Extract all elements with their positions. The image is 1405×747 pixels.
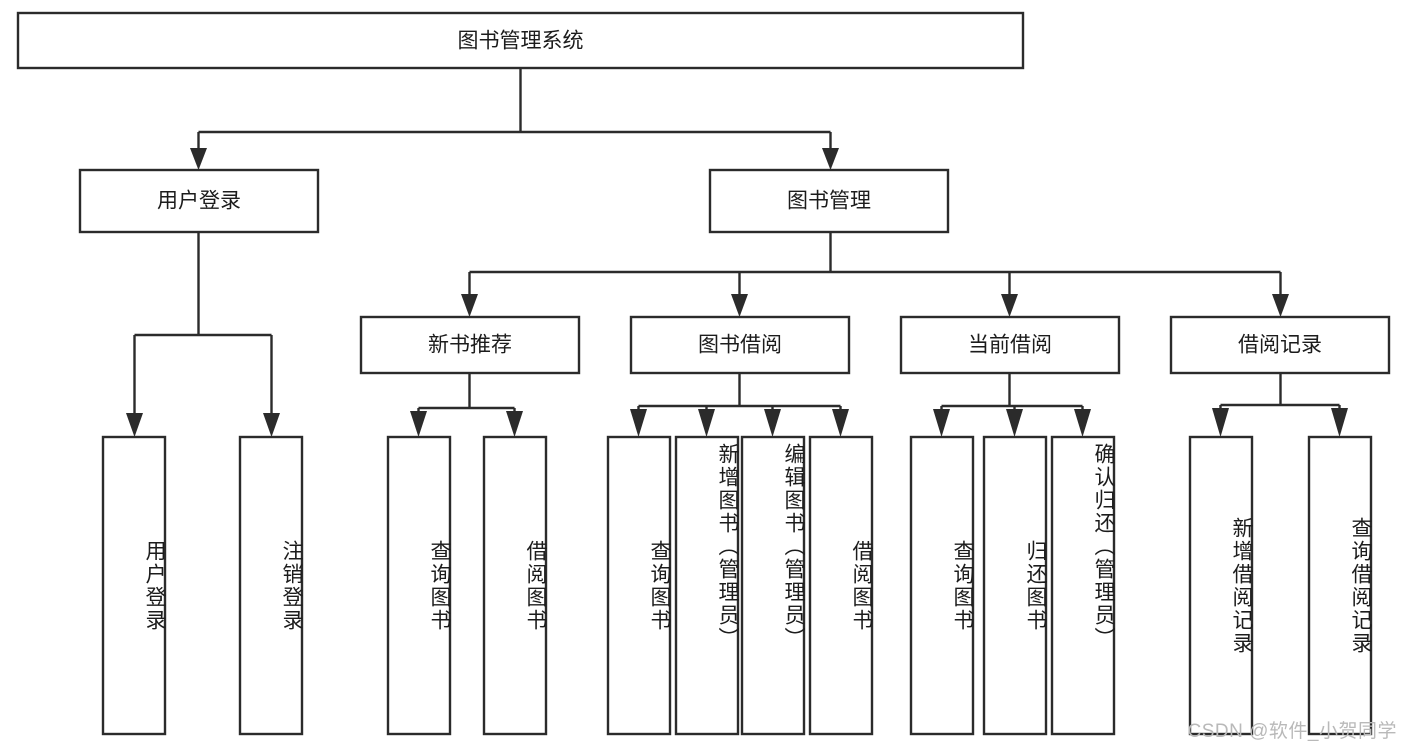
- node-label-borrow-record: 借阅记录: [1238, 334, 1322, 357]
- arrow-head-leaf-query-book-recommend: [410, 411, 427, 437]
- node-box-root[interactable]: [16, 11, 1025, 70]
- node-box-leaf-confirm-return[interactable]: [1050, 435, 1116, 736]
- arrow-head-leaf-confirm-return: [1074, 409, 1091, 437]
- connector-group-book-borrow-children: [630, 373, 849, 437]
- arrow-head-leaf-add-borrow-record: [1212, 408, 1229, 437]
- node-box-leaf-add-borrow-record[interactable]: [1188, 435, 1254, 736]
- arrow-head-current-borrow: [1001, 294, 1018, 317]
- arrow-head-book-borrow: [731, 294, 748, 317]
- connector-group-user-login-children: [126, 232, 280, 437]
- node-box-leaf-return-book[interactable]: [982, 435, 1048, 736]
- arrow-head-leaf-query-borrow-record: [1331, 408, 1348, 437]
- connector-group-current-borrow-children: [933, 373, 1091, 437]
- arrow-head-leaf-borrow-book-recommend: [506, 411, 523, 437]
- node-label-user-login: 用户登录: [157, 190, 241, 213]
- connector-group-borrow-record-children: [1212, 373, 1348, 437]
- connector-group-new-book-recommend-children: [410, 373, 523, 437]
- node-box-leaf-borrow-book[interactable]: [808, 435, 874, 736]
- node-box-book-management[interactable]: [708, 168, 950, 234]
- arrow-head-leaf-borrow-book: [832, 409, 849, 437]
- node-label-book-borrow: 图书借阅: [698, 334, 782, 357]
- arrow-head-leaf-logout: [263, 413, 280, 437]
- node-box-leaf-edit-book[interactable]: [740, 435, 806, 736]
- node-label-book-management: 图书管理: [787, 190, 871, 213]
- arrow-head-leaf-query-book-current: [933, 409, 950, 437]
- node-box-leaf-logout[interactable]: [238, 435, 304, 736]
- arrow-head-new-book-recommend: [461, 294, 478, 317]
- node-box-book-borrow[interactable]: [629, 315, 851, 375]
- arrow-head-borrow-record: [1272, 294, 1289, 317]
- node-box-leaf-query-book-borrow[interactable]: [606, 435, 672, 736]
- node-box-leaf-borrow-book-recommend[interactable]: [482, 435, 548, 736]
- node-label-new-book-recommend: 新书推荐: [428, 334, 512, 357]
- node-box-current-borrow[interactable]: [899, 315, 1121, 375]
- arrow-head-leaf-query-book-borrow: [630, 409, 647, 437]
- node-box-leaf-query-book-current[interactable]: [909, 435, 975, 736]
- arrow-head-leaf-edit-book: [764, 409, 781, 437]
- node-box-leaf-add-book[interactable]: [674, 435, 740, 736]
- arrow-head-leaf-return-book: [1006, 409, 1023, 437]
- connector-group-root-to-level2: [190, 68, 839, 170]
- node-label-current-borrow: 当前借阅: [968, 334, 1052, 357]
- connector-group-book-management-children: [461, 232, 1289, 317]
- node-box-borrow-record[interactable]: [1169, 315, 1391, 375]
- node-box-leaf-query-borrow-record[interactable]: [1307, 435, 1373, 736]
- csdn-watermark: CSDN @软件_小贺同学: [1187, 721, 1397, 742]
- arrow-head-leaf-user-login: [126, 413, 143, 437]
- node-box-leaf-user-login[interactable]: [101, 435, 167, 736]
- node-box-new-book-recommend[interactable]: [359, 315, 581, 375]
- node-box-user-login[interactable]: [78, 168, 320, 234]
- node-box-leaf-query-book-recommend[interactable]: [386, 435, 452, 736]
- arrow-head-leaf-add-book: [698, 409, 715, 437]
- arrow-head-book-management: [822, 148, 839, 170]
- node-label-root: 图书管理系统: [458, 30, 584, 53]
- arrow-head-user-login: [190, 148, 207, 170]
